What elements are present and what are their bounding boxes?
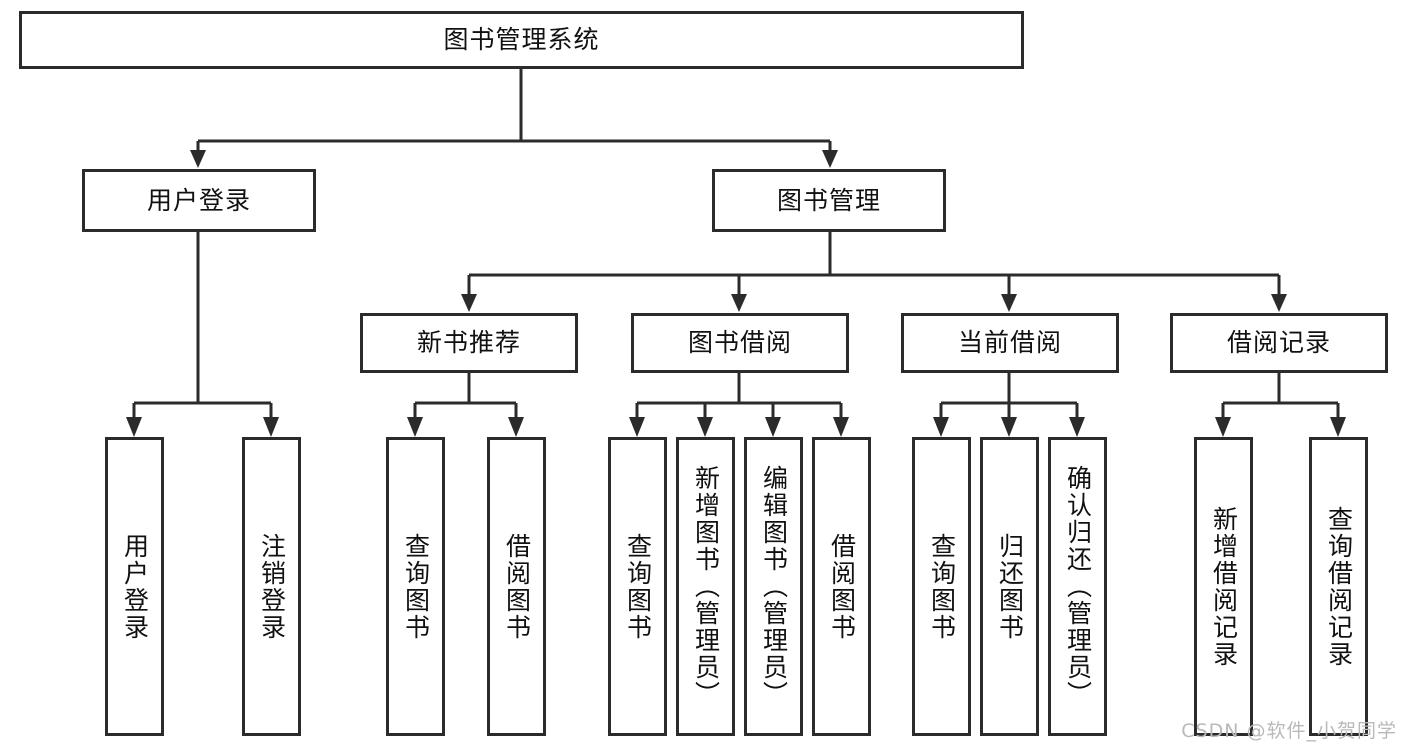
leaf-book-borrow-borrow[interactable]: 借阅图书 [812, 437, 871, 736]
leaf-current-borrow-return[interactable]: 归还图书 [980, 437, 1039, 736]
node-borrow-record[interactable]: 借阅记录 [1170, 313, 1388, 373]
leaf-label: 借阅图书 [502, 532, 532, 641]
leaf-label: 注销登录 [257, 532, 287, 641]
leaf-borrow-record-add[interactable]: 新增借阅记录 [1194, 437, 1253, 736]
leaf-user-login-login[interactable]: 用户登录 [105, 437, 164, 736]
node-book-management[interactable]: 图书管理 [712, 169, 946, 232]
watermark: CSDN @软件_小贺同学 [1181, 720, 1397, 742]
leaf-book-borrow-add[interactable]: 新增图书（管理员） [676, 437, 735, 736]
node-book-borrow[interactable]: 图书借阅 [631, 313, 849, 373]
node-user-login[interactable]: 用户登录 [82, 169, 316, 232]
node-root-label: 图书管理系统 [443, 25, 600, 55]
leaf-label: 用户登录 [120, 532, 150, 641]
node-new-book-recommend-label: 新书推荐 [416, 328, 521, 358]
node-user-login-label: 用户登录 [146, 185, 251, 215]
leaf-label: 查询图书 [623, 532, 653, 641]
leaf-label: 归还图书 [995, 532, 1025, 641]
node-new-book-recommend[interactable]: 新书推荐 [360, 313, 578, 373]
leaf-new-book-borrow[interactable]: 借阅图书 [487, 437, 546, 736]
leaf-label: 新增图书（管理员） [691, 465, 721, 708]
node-book-borrow-label: 图书借阅 [687, 328, 792, 358]
node-current-borrow-label: 当前借阅 [957, 328, 1062, 358]
leaf-user-login-logout[interactable]: 注销登录 [242, 437, 301, 736]
leaf-label: 借阅图书 [827, 532, 857, 641]
leaf-label: 确认归还（管理员） [1063, 465, 1093, 708]
leaf-new-book-query[interactable]: 查询图书 [386, 437, 445, 736]
leaf-current-borrow-query[interactable]: 查询图书 [912, 437, 971, 736]
leaf-label: 查询图书 [401, 532, 431, 641]
leaf-book-borrow-edit[interactable]: 编辑图书（管理员） [744, 437, 803, 736]
node-root[interactable]: 图书管理系统 [19, 11, 1024, 69]
node-current-borrow[interactable]: 当前借阅 [901, 313, 1119, 373]
leaf-label: 编辑图书（管理员） [759, 465, 789, 708]
leaf-label: 新增借阅记录 [1209, 505, 1239, 668]
leaf-current-borrow-confirm[interactable]: 确认归还（管理员） [1048, 437, 1107, 736]
leaf-book-borrow-query[interactable]: 查询图书 [608, 437, 667, 736]
node-borrow-record-label: 借阅记录 [1226, 328, 1331, 358]
leaf-label: 查询图书 [927, 532, 957, 641]
node-book-management-label: 图书管理 [776, 185, 881, 215]
leaf-borrow-record-query[interactable]: 查询借阅记录 [1309, 437, 1368, 736]
leaf-label: 查询借阅记录 [1324, 505, 1354, 668]
